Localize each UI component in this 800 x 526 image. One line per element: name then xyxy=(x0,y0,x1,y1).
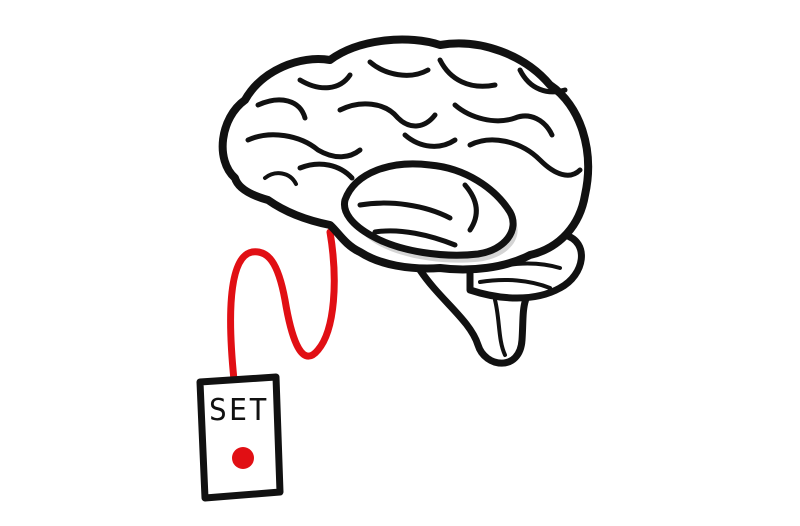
red-wire xyxy=(227,228,338,384)
brain-folds xyxy=(245,57,583,357)
brain-drawing xyxy=(218,35,592,367)
device-set-label: SET xyxy=(209,393,269,428)
device-body xyxy=(196,373,284,502)
record-button[interactable] xyxy=(232,447,254,469)
set-device[interactable]: SET xyxy=(196,373,284,502)
